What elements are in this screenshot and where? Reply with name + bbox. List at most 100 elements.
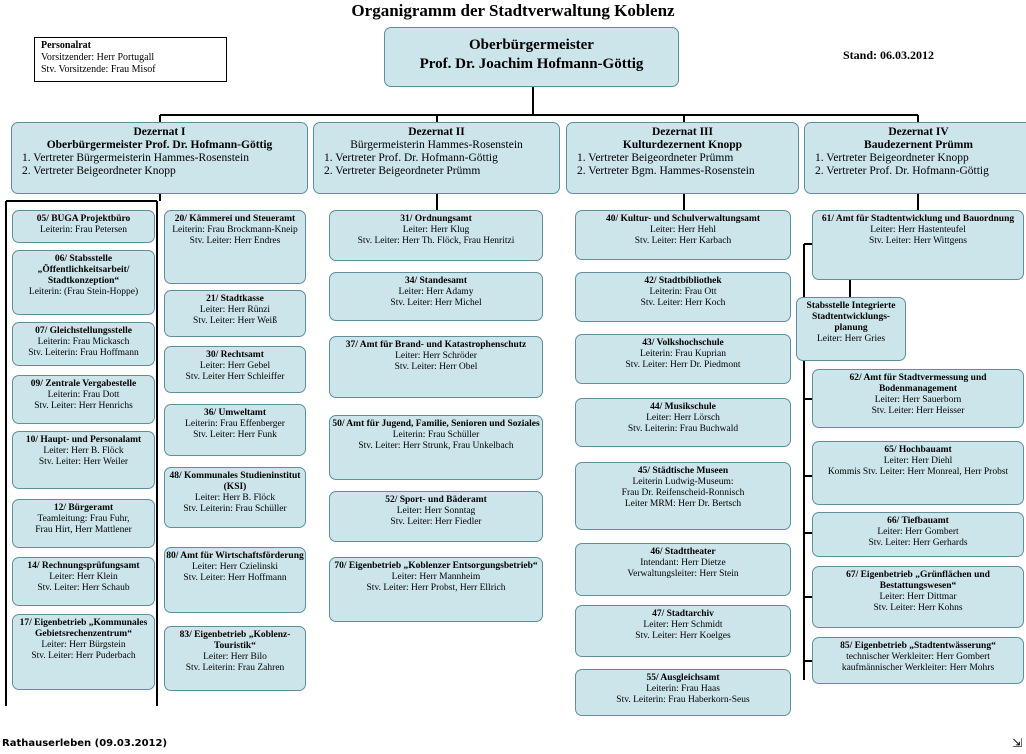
unit-title: 66/ Tiefbauamt [887,516,949,526]
unit-line: Leiterin Ludwig-Museum: [632,477,734,487]
unit-title: 47/ Stadtarchiv [652,609,714,619]
d4-unit-box: 67/ Eigenbetrieb „Grünflächen und Bestat… [812,566,1024,628]
unit-line: Stv. Leiter: Herr Koch [640,298,726,308]
unit-line: Leiter: Herr Adamy [398,287,474,297]
d1b-unit-box: 48/ Kommunales Studieninstitut (KSI)Leit… [164,467,306,528]
unit-line: technischer Werkleiter: Herr Gombert [846,652,990,662]
d4-unit-box: 85/ Eigenbetrieb „Stadtentwässerung“tech… [812,637,1024,684]
unit-line: Leiter: Herr Sauerborn [874,395,962,405]
dezernat-1-head: Oberbürgermeister Prof. Dr. Hofmann-Gött… [46,139,273,151]
unit-line: Stv. Leiter: Herr Dr. Piedmont [625,360,741,370]
unit-title: 43/ Volkshochschule [642,338,724,348]
dezernat-1-box: Dezernat I Oberbürgermeister Prof. Dr. H… [11,122,308,194]
unit-title: 65/ Hochbauamt [884,445,952,455]
unit-title: 40/ Kultur- und Schulverwaltungsamt [605,214,761,224]
unit-line: Kommis Stv. Leiter: Herr Monreal, Herr P… [827,467,1009,477]
unit-line: Leiterin: Frau Kuprian [639,349,726,359]
unit-line: Leiter: Herr Diehl [883,456,953,466]
unit-title: 30/ Rechtsamt [206,350,264,360]
unit-title: 83/ Eigenbetrieb „Koblenz-Touristik“ [179,630,291,651]
unit-line: Stv. Leiter: Herr Weiß [193,316,277,326]
unit-line: Leiterin: Frau Schüller [392,430,480,440]
unit-title: 06/ Stabsstelle „Öffentlichkeitsarbeit/ … [37,254,130,286]
unit-line: Leiterin: Frau Mickasch [37,337,130,347]
page-title: Organigramm der Stadtverwaltung Koblenz [351,1,675,20]
unit-line: Leiterin: Frau Haas [646,684,720,694]
unit-title: 62/ Amt für Stadtvermessung und Bodenman… [849,373,987,394]
unit-title: 17/ Eigenbetrieb „Kommunales Gebietsrech… [19,618,148,639]
unit-title: 34/ Standesamt [404,276,468,286]
unit-title: 37/ Amt für Brand- und Katastrophenschut… [345,340,527,350]
unit-line: Leiter: Herr Dittmar [879,592,957,602]
personalrat-chair: Vorsitzender: Herr Portugall [41,52,155,63]
dezernat-2-box: Dezernat II Bürgermeisterin Hammes-Rosen… [313,122,560,194]
footer-source: Rathauserleben (09.03.2012) [2,738,168,749]
unit-line: Leiterin: Frau Dott [47,390,120,400]
d2-unit-box: 37/ Amt für Brand- und Katastrophenschut… [329,336,543,398]
d2-unit-box: 70/ Eigenbetrieb „Koblenzer Entsorgungsb… [329,557,543,622]
d4-unit-box: 62/ Amt für Stadtvermessung und Bodenman… [812,369,1024,428]
dezernat-2-v1: 1. Vertreter Prof. Dr. Hofmann-Göttig [324,152,498,164]
unit-line: Leiter: Herr Gries [816,334,886,344]
unit-line: Stv. Leiter: Herr Fiedler [390,517,482,527]
unit-line: Stv. Leiter: Herr Henrichs [34,401,133,411]
unit-title: 61/ Amt für Stadtentwicklung und Bauordn… [821,214,1015,224]
dezernat-4-v2: 2. Vertreter Prof. Dr. Hofmann-Göttig [815,165,989,177]
unit-line: Stv. Leiter: Herr Puderbach [31,651,136,661]
unit-line: Leiter: Herr Gombert [877,527,959,537]
unit-title: 70/ Eigenbetrieb „Koblenzer Entsorgungsb… [334,561,538,571]
unit-line: Stv. Leiterin: Frau Buchwald [627,424,739,434]
unit-title: 09/ Zentrale Vergabestelle [30,379,137,389]
dezernat-3-title: Dezernat III [652,126,713,138]
unit-line: Stv. Leiterin: Frau Schüller [183,504,287,514]
unit-line: Leiter: Herr Schröder [395,351,477,361]
d1b-unit-box: 83/ Eigenbetrieb „Koblenz-Touristik“Leit… [164,626,306,691]
unit-line: Leiter: Herr Mannheim [391,572,481,582]
unit-title: 05/ BUGA Projektbüro [36,214,131,224]
unit-line: Stv. Leiter Herr Schleiffer [185,372,285,382]
unit-line: Leiterin: Frau Petersen [39,225,128,235]
personalrat-box: Personalrat Vorsitzender: Herr Portugall… [34,37,227,82]
unit-line: Stv. Leiter: Herr Koelges [635,631,731,641]
unit-title: 21/ Stadtkasse [206,294,264,304]
unit-line: Verwaltungsleiter: Herr Stein [627,569,739,579]
unit-line: Stv. Leiter: Herr Michel [390,298,482,308]
unit-title: 52/ Sport- und Bäderamt [385,495,487,505]
unit-line: Leiter: Herr Bilo [203,652,267,662]
d4-unit-box: 61/ Amt für Stadtentwicklung und Bauordn… [812,210,1024,280]
oberbuergermeister-box: Oberbürgermeister Prof. Dr. Joachim Hofm… [384,27,679,87]
dezernat-3-head: Kulturdezernent Knopp [622,139,743,151]
unit-title: 85/ Eigenbetrieb „Stadtentwässerung“ [840,641,996,651]
unit-title: 44/ Musikschule [650,402,716,412]
unit-title: 67/ Eigenbetrieb „Grünflächen und Bestat… [846,570,990,591]
unit-line: Stv. Leiter: Herr Weiler [38,457,129,467]
unit-title: 42/ Stadtbibliothek [644,276,722,286]
unit-line: Frau Hirt, Herr Mattlener [35,525,132,535]
unit-title: 55/ Ausgleichsamt [646,673,720,683]
unit-line: Leiter: Herr B. Flöck [43,446,124,456]
d1a-unit-box: 06/ Stabsstelle „Öffentlichkeitsarbeit/ … [12,250,155,315]
ob-title: Oberbürgermeister [469,37,594,53]
unit-line: Stv. Leiter: Herr Gerhards [868,538,968,548]
unit-line: Leiter: Herr Hehl [650,225,716,235]
unit-line: Stv. Leiter: Herr Kohns [873,603,963,613]
unit-line: Stv. Leiterin: Frau Hoffmann [28,348,139,358]
unit-line: Leiter: Herr Gebel [199,361,271,371]
dezernat-2-head: Bürgermeisterin Hammes-Rosenstein [350,139,523,151]
unit-title: 50/ Amt für Jugend, Familie, Senioren un… [332,419,540,429]
